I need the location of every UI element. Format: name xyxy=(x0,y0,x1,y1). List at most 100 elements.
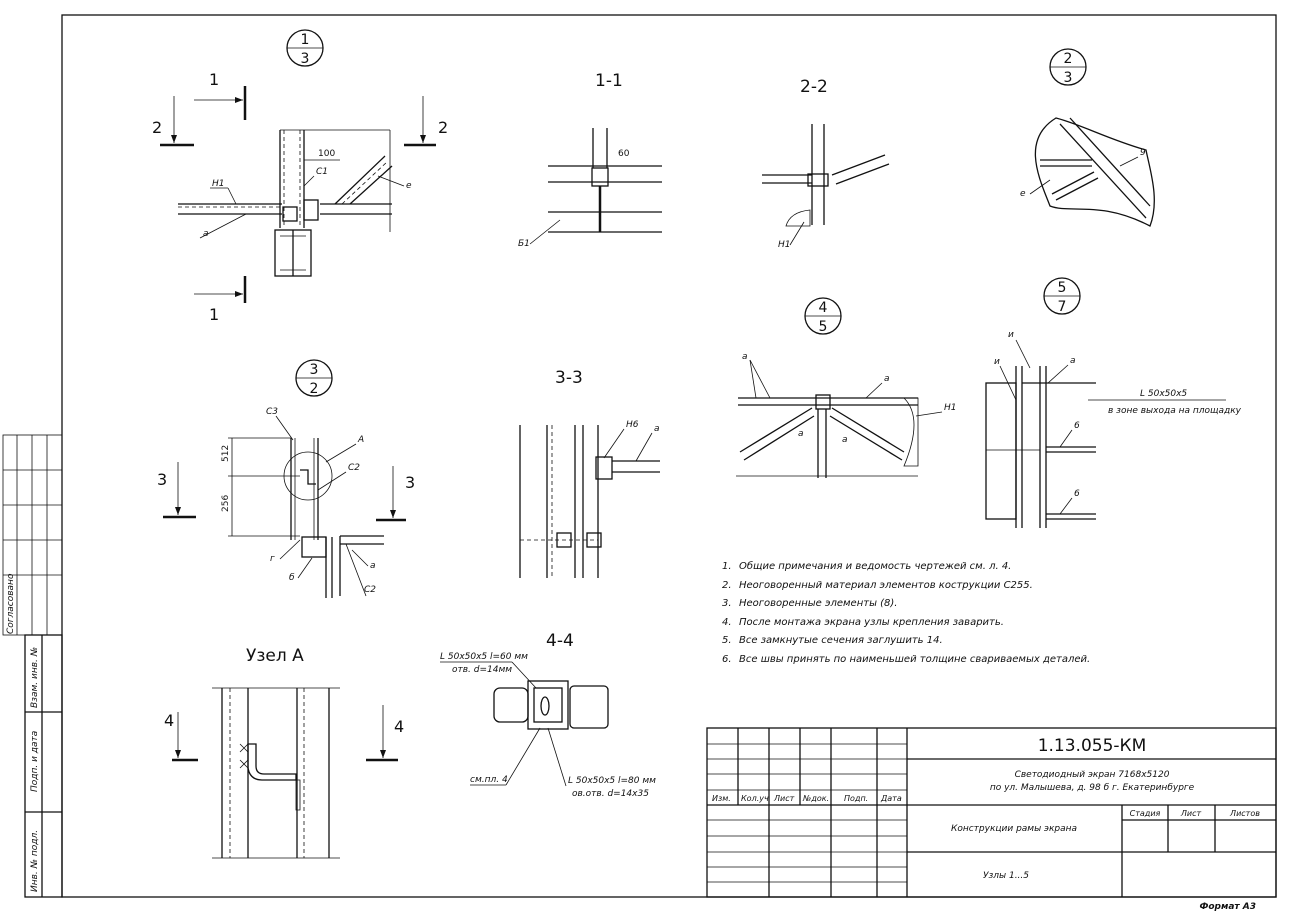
label-a-32: а xyxy=(370,561,376,571)
label-6b: 6 xyxy=(1074,489,1080,499)
label-A: А xyxy=(357,435,364,445)
section-4-4: 4-4 L 50x50x5 l=60 мм отв. d=14мм см.пл.… xyxy=(440,631,656,799)
agreed-label: Согласовано xyxy=(6,573,16,634)
cut-mark-4-left: 4 xyxy=(164,711,174,730)
label-smpl4: см.пл. 4 xyxy=(470,775,508,785)
label-6a: 6 xyxy=(1074,421,1080,431)
tb-project-line2: по ул. Малышева, д. 98 б г. Екатеринбург… xyxy=(990,783,1195,793)
section-2-2: 2-2 Н1 xyxy=(762,77,890,250)
cut-mark-2-left: 2 xyxy=(152,118,162,137)
cut-mark-1-top: 1 xyxy=(209,70,219,89)
label-a-45: а xyxy=(742,352,748,362)
inv-zam-label: Взам. инв. № xyxy=(30,647,40,708)
cut-mark-4-right: 4 xyxy=(394,717,404,736)
node-circle-bottom: 7 xyxy=(1058,299,1067,315)
node-circle-bottom: 3 xyxy=(301,51,310,67)
view-node-1-3: 1 3 1 1 2 2 xyxy=(152,29,448,324)
title-section-4-4: 4-4 xyxy=(546,631,574,651)
label-b1: Б1 xyxy=(518,239,530,249)
view-node-5-7: 5 7 и и а L 50x50x5 в зоне выхода на пло… xyxy=(985,277,1242,528)
view-node-3-2: 3 2 3 3 512 256 С3 А С2 г xyxy=(157,359,415,598)
cut-mark-3-left: 3 xyxy=(157,470,167,489)
tb-header-koluch: Кол.уч xyxy=(741,794,769,803)
label-zone-note: в зоне выхода на площадку xyxy=(1108,406,1242,416)
tb-project-line1: Светодиодный экран 7168х5120 xyxy=(1015,770,1170,780)
tb-header-ndok: №док. xyxy=(802,794,829,803)
note-item: 3.Неоговоренные элементы (8). xyxy=(722,598,898,610)
label-u-1: и xyxy=(1008,330,1014,340)
label-c2: С2 xyxy=(348,463,360,473)
tb-header-izm: Изм. xyxy=(712,794,731,803)
label-a-45d: а xyxy=(842,435,848,445)
tb-header-list: Лист xyxy=(773,794,795,803)
node-circle-top: 1 xyxy=(301,32,310,48)
label-a-33: а xyxy=(654,424,660,434)
node-circle-bottom: 5 xyxy=(819,319,828,335)
node-circle-top: 3 xyxy=(310,362,319,378)
label-c1: С1 xyxy=(316,167,328,177)
label-otv14: отв. d=14мм xyxy=(452,665,512,675)
dim-60: 60 xyxy=(618,149,630,159)
dim-256: 256 xyxy=(221,495,231,512)
section-1-1: 1-1 60 Б1 xyxy=(518,71,662,249)
view-uzel-a: Узел А 4 4 xyxy=(164,646,404,859)
label-a: а xyxy=(203,229,209,239)
label-a-45c: а xyxy=(798,429,804,439)
cut-mark-3-right: 3 xyxy=(405,473,415,492)
tb-document-code: 1.13.055-КМ xyxy=(1038,736,1147,756)
note-item: 5.Все замкнутые сечения заглушить 14. xyxy=(722,635,943,647)
label-otv1435: ов.отв. d=14х35 xyxy=(572,789,649,799)
label-b: б xyxy=(289,573,295,583)
section-3-3: 3-3 Н6 а xyxy=(519,368,660,578)
label-e: е xyxy=(406,181,412,191)
tb-sheet-subtitle: Узлы 1...5 xyxy=(983,871,1029,881)
label-n6: Н6 xyxy=(626,420,639,430)
view-node-2-3: 2 3 9 е xyxy=(1020,48,1155,227)
cut-mark-1-bottom: 1 xyxy=(209,305,219,324)
note-item: 6.Все швы принять по наименьшей толщине … xyxy=(722,653,1091,665)
title-section-2-2: 2-2 xyxy=(800,77,828,97)
label-n1-22: Н1 xyxy=(778,240,791,250)
label-angle-note: L 50x50x5 xyxy=(1140,389,1187,399)
title-section-1-1: 1-1 xyxy=(595,71,623,91)
tb-sheets: Листов xyxy=(1229,809,1260,818)
label-9: 9 xyxy=(1140,148,1146,158)
tb-sheet: Лист xyxy=(1180,809,1202,818)
label-c3: С3 xyxy=(266,407,278,417)
node-circle-top: 2 xyxy=(1064,51,1073,67)
tb-format: Формат А3 xyxy=(1199,902,1256,912)
inv-podl-label: Инв. № подл. xyxy=(30,830,40,892)
general-notes: 1.Общие примечания и ведомость чертежей … xyxy=(722,561,1202,673)
label-l60: L 50x50x5 l=60 мм xyxy=(440,652,528,662)
cut-mark-2-right: 2 xyxy=(438,118,448,137)
node-circle-top: 4 xyxy=(819,300,828,316)
sign-date-label: Подп. и дата xyxy=(30,731,40,792)
dim-100: 100 xyxy=(318,149,335,159)
tb-header-data: Дата xyxy=(880,794,902,803)
label-a-45b: а xyxy=(884,374,890,384)
note-item: 1.Общие примечания и ведомость чертежей … xyxy=(722,561,1012,572)
label-n1-45: Н1 xyxy=(944,403,957,413)
view-node-4-5: 4 5 а а Н1 а а xyxy=(736,297,957,478)
tb-stage: Стадия xyxy=(1130,809,1161,818)
title-section-3-3: 3-3 xyxy=(555,368,583,388)
label-l80: L 50x50x5 l=80 мм xyxy=(568,776,656,786)
tb-header-podp: Подп. xyxy=(844,794,868,803)
label-g: г xyxy=(270,554,275,564)
label-e-23: е xyxy=(1020,189,1026,199)
title-uzel-a: Узел А xyxy=(246,646,304,666)
note-item: 4.После монтажа экрана узлы крепления за… xyxy=(722,616,1004,628)
note-item: 2.Неоговоренный материал элементов костр… xyxy=(722,579,1033,591)
label-n1: Н1 xyxy=(212,179,225,189)
node-circle-bottom: 2 xyxy=(310,381,319,397)
label-c2-b: С2 xyxy=(364,585,376,595)
side-stamp: Согласовано Взам. инв. № Подп. и дата Ин… xyxy=(2,434,63,898)
label-a-57: а xyxy=(1070,356,1076,366)
dim-512: 512 xyxy=(221,445,231,462)
node-circle-top: 5 xyxy=(1058,280,1067,296)
node-circle-bottom: 3 xyxy=(1064,70,1073,86)
label-u-2: и xyxy=(994,357,1000,367)
tb-sheet-title: Конструкции рамы экрана xyxy=(951,824,1077,834)
